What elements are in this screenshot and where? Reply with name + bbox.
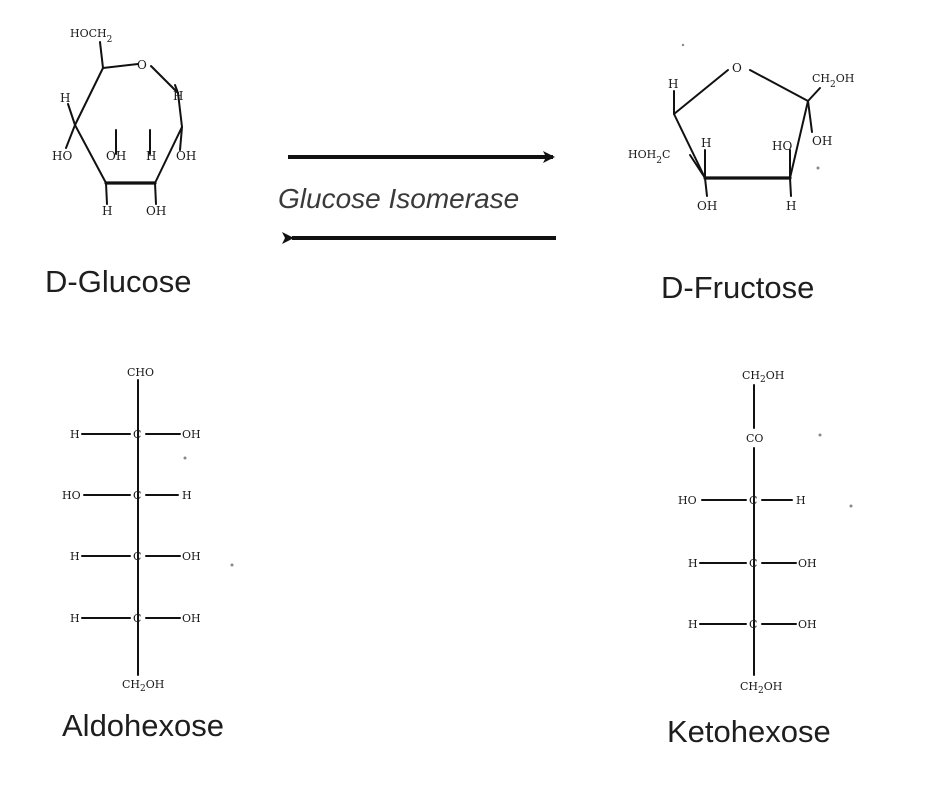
glucose-ring-oxygen: O xyxy=(137,58,147,72)
aldohexose-row4-left: H xyxy=(70,612,80,625)
fructose-ring-oxygen: O xyxy=(732,61,742,75)
aldohexose-row2-center: C xyxy=(133,489,141,502)
fructose-ring-structure: O H CH2OH HOH2C H HO OH OH H xyxy=(628,61,854,213)
aldohexose-row1-right: OH xyxy=(182,428,201,441)
glucose-h-bottom: H xyxy=(102,204,112,218)
aldohexose-row2-right: H xyxy=(182,489,192,502)
ketohexose-row3-left: H xyxy=(688,618,698,631)
glucose-oh-mid: OH xyxy=(106,149,126,163)
aldohexose-row1-left: H xyxy=(70,428,80,441)
ketohexose-fischer: CH2OH CO HO C H H C OH H C OH CH2OH xyxy=(678,369,853,696)
ketohexose-row2-left: H xyxy=(688,557,698,570)
ketohexose-row1-right: H xyxy=(796,494,806,507)
aldohexose-caption: Aldohexose xyxy=(62,708,224,743)
fructose-ho-inner: HO xyxy=(772,139,792,153)
aldohexose-row3-right: OH xyxy=(182,550,201,563)
aldohexose-top: CHO xyxy=(127,366,154,379)
ketohexose-bottom: CH2OH xyxy=(740,680,782,696)
fructose-ch2oh-label: CH2OH xyxy=(812,72,854,90)
aldohexose-row3-center: C xyxy=(133,550,141,563)
fructose-hoh2c-label: HOH2C xyxy=(628,148,670,166)
glucose-h-mid: H xyxy=(146,149,156,163)
glucose-hoch2-label: HOCH2 xyxy=(70,27,112,45)
ketohexose-top: CH2OH xyxy=(742,369,784,385)
ketohexose-row3-right: OH xyxy=(798,618,817,631)
glucose-h-top-right: H xyxy=(173,89,183,103)
ketohexose-row1-center: C xyxy=(749,494,757,507)
fructose-oh-right: OH xyxy=(812,134,832,148)
glucose-oh-bottom: OH xyxy=(146,204,166,218)
ketohexose-row3-center: C xyxy=(749,618,757,631)
glucose-h-left: H xyxy=(60,91,70,105)
aldohexose-fischer: CHO H C OH HO C H H C OH H C OH CH2OH xyxy=(62,366,234,694)
ketohexose-row2-right: OH xyxy=(798,557,817,570)
ketohexose-row1-left: HO xyxy=(678,494,697,507)
fructose-h-inner: H xyxy=(701,136,711,150)
fructose-h-bottom: H xyxy=(786,199,796,213)
enzyme-label: Glucose Isomerase xyxy=(278,183,519,214)
glucose-caption: D-Glucose xyxy=(45,264,191,299)
equilibrium-arrows xyxy=(282,151,556,244)
aldohexose-row1-center: C xyxy=(133,428,141,441)
aldohexose-row4-center: C xyxy=(133,612,141,625)
fructose-oh-bottom: OH xyxy=(697,199,717,213)
fructose-h-top-left: H xyxy=(668,77,678,91)
aldohexose-bottom: CH2OH xyxy=(122,678,164,694)
ketohexose-caption: Ketohexose xyxy=(667,714,831,749)
ketohexose-row2-center: C xyxy=(749,557,757,570)
fructose-caption: D-Fructose xyxy=(661,270,814,305)
glucose-ho-left: HO xyxy=(52,149,72,163)
aldohexose-row2-left: HO xyxy=(62,489,81,502)
aldohexose-row4-right: OH xyxy=(182,612,201,625)
ketohexose-second: CO xyxy=(746,432,763,445)
aldohexose-row3-left: H xyxy=(70,550,80,563)
glucose-oh-right: OH xyxy=(176,149,196,163)
glucose-ring-structure: HOCH2 O H H HO OH H OH H OH xyxy=(52,27,196,218)
